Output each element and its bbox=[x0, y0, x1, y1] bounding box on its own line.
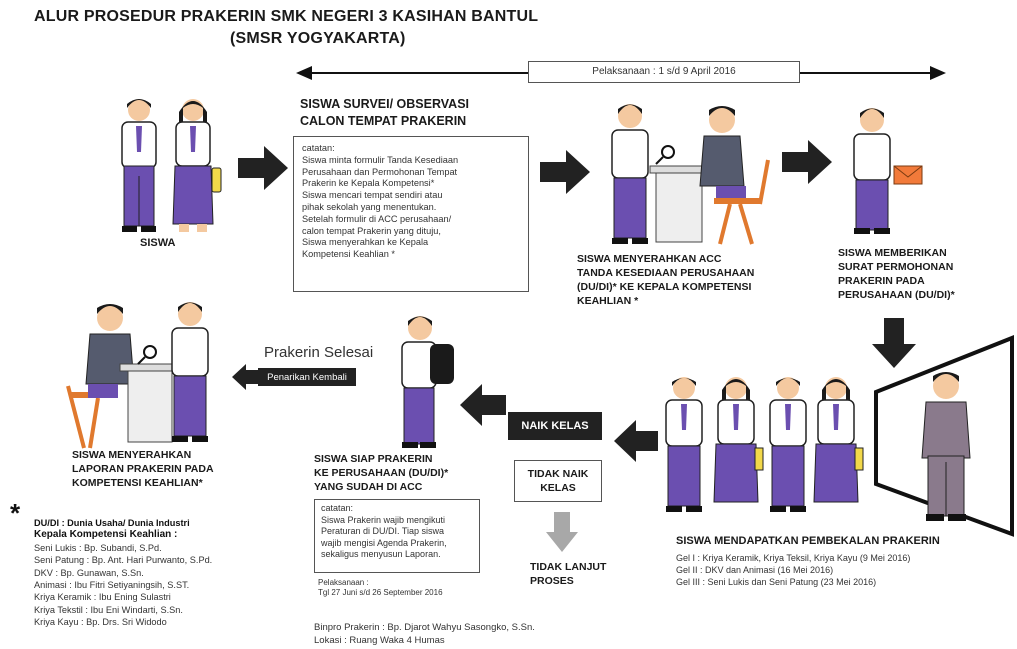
catatan-line: Siswa Prakerin wajib mengikuti bbox=[321, 514, 446, 525]
survei-title-line2: CALON TEMPAT PRAKERIN bbox=[300, 114, 467, 128]
laporan-scene-figure bbox=[66, 302, 209, 449]
flow-arrow-left-3 bbox=[232, 364, 262, 390]
siswa-label: SISWA bbox=[140, 237, 176, 249]
naik-kelas-box: NAIK KELAS bbox=[508, 412, 602, 440]
catatan-line: Peraturan di DU/DI. Tiap siswa bbox=[321, 526, 445, 536]
survei-title: SISWA SURVEI/ OBSERVASI CALON TEMPAT PRA… bbox=[300, 96, 469, 130]
pembekalan-schedule: Gel I : Kriya Keramik, Kriya Teksil, Kri… bbox=[676, 552, 910, 588]
surat-label-line: SURAT PERMOHONAN bbox=[838, 261, 954, 273]
acc-label-line: SISWA MENYERAHKAN ACC bbox=[577, 253, 722, 265]
flow-arrow-1 bbox=[238, 146, 288, 190]
pelaksanaan-top-box: Pelaksanaan : 1 s/d 9 April 2016 bbox=[528, 61, 800, 83]
acc-label-line: (DU/DI)* KE KEPALA KOMPETENSI bbox=[577, 281, 752, 293]
tidak-lanjut-line: TIDAK LANJUT bbox=[530, 561, 607, 573]
acc-label: SISWA MENYERAHKAN ACC TANDA KESEDIAAN PE… bbox=[577, 252, 754, 308]
catatan-head: catatan: bbox=[302, 143, 335, 153]
legend-line: Animasi : Ibu Fitri Setiyaningsih, S.ST. bbox=[34, 580, 190, 591]
student-backpack-figure bbox=[401, 316, 454, 448]
catatan-line: Siswa mencari tempat sendiri atau bbox=[302, 190, 443, 201]
catatan-line: sekaligus menyusun Laporan. bbox=[321, 549, 441, 559]
legend-kepala: Kepala Kompetensi Keahlian : bbox=[34, 529, 178, 541]
catatan-line: calon tempat Prakerin yang dituju, bbox=[302, 225, 441, 236]
tidak-naik-line: TIDAK NAIK bbox=[527, 468, 589, 480]
pembekalan-title: SISWA MENDAPATKAN PEMBEKALAN PRAKERIN bbox=[676, 535, 940, 547]
legend-line: Seni Lukis : Bp. Subandi, S.Pd. bbox=[34, 542, 162, 553]
lokasi-text: Lokasi : Ruang Waka 4 Humas bbox=[314, 635, 445, 646]
diagram-title-line1: ALUR PROSEDUR PRAKERIN SMK NEGERI 3 KASI… bbox=[34, 8, 539, 25]
laporan-label-line: SISWA MENYERAHKAN bbox=[72, 449, 192, 461]
student-envelope-figure bbox=[853, 108, 923, 234]
legend-line: Kriya Keramik : Ibu Ening Sulastri bbox=[34, 592, 171, 603]
flow-arrow-left-1 bbox=[614, 420, 658, 462]
binpro-text: Binpro Prakerin : Bp. Djarot Wahyu Sason… bbox=[314, 622, 535, 633]
catatan-line: Kompetensi Keahlian * bbox=[302, 249, 395, 260]
catatan-line: pihak sekolah yang menentukan. bbox=[302, 201, 437, 212]
student-group-figure bbox=[665, 377, 864, 512]
legend-line: Kriya Tekstil : Ibu Eni Windarti, S.Sn. bbox=[34, 604, 183, 615]
legend-line: Kriya Kayu : Bp. Drs. Sri Widodo bbox=[34, 617, 167, 628]
flow-arrow-2 bbox=[540, 150, 590, 194]
surat-label-line: SISWA MEMBERIKAN bbox=[838, 247, 947, 259]
gray-arrow-down bbox=[546, 512, 578, 552]
catatan-head: catatan: bbox=[321, 503, 354, 513]
siap-label-line: YANG SUDAH DI ACC bbox=[314, 481, 423, 493]
surat-label-line: PRAKERIN PADA bbox=[838, 275, 925, 287]
catatan-line: Perusahaan dan Permohonan Tempat bbox=[302, 166, 458, 177]
pelaksanaan-bottom: Pelaksanaan : Tgl 27 Juni s/d 26 Septemb… bbox=[318, 578, 443, 598]
pembekalan-line: Gel I : Kriya Keramik, Kriya Teksil, Kri… bbox=[676, 553, 911, 563]
catatan-line: Siswa minta formulir Tanda Kesediaan bbox=[302, 154, 459, 165]
tidak-naik-box: TIDAK NAIK KELAS bbox=[514, 460, 602, 502]
survei-title-line1: SISWA SURVEI/ OBSERVASI bbox=[300, 97, 470, 111]
acc-label-line: KEAHLIAN * bbox=[577, 295, 639, 307]
legend-star: * bbox=[10, 498, 21, 528]
legend-line: DKV : Bp. Gunawan, S.Sn. bbox=[34, 567, 144, 578]
siap-label-line: KE PERUSAHAAN (DU/DI)* bbox=[314, 467, 449, 479]
surat-label-line: PERUSAHAAN (DU/DI)* bbox=[838, 289, 955, 301]
pelaksanaan-bottom-line: Tgl 27 Juni s/d 26 September 2016 bbox=[318, 588, 443, 597]
diagram-title-line2: (SMSR YOGYAKARTA) bbox=[230, 30, 406, 47]
pembekalan-line: Gel III : Seni Lukis dan Seni Patung (23… bbox=[676, 577, 877, 587]
pembekalan-line: Gel II : DKV dan Animasi (16 Mei 2016) bbox=[676, 565, 834, 575]
surat-label: SISWA MEMBERIKAN SURAT PERMOHONAN PRAKER… bbox=[838, 246, 955, 302]
board-teacher-figure bbox=[874, 335, 1014, 537]
student-boy-figure bbox=[121, 99, 157, 232]
penarikan-box: Penarikan Kembali bbox=[258, 368, 356, 386]
catatan-line: Siswa menyerahkan ke Kepala bbox=[302, 237, 429, 248]
tidak-lanjut-label: TIDAK LANJUT PROSES bbox=[530, 560, 606, 588]
flow-arrow-3 bbox=[782, 140, 832, 184]
siap-label-line: SISWA SIAP PRAKERIN bbox=[314, 453, 433, 465]
catatan-line: Prakerin ke Kepala Kompetensi* bbox=[302, 178, 435, 189]
legend-block: DU/DI : Dunia Usaha/ Dunia Industri Kepa… bbox=[34, 517, 212, 629]
siap-label: SISWA SIAP PRAKERIN KE PERUSAHAAN (DU/DI… bbox=[314, 452, 448, 494]
legend-dudi: DU/DI : Dunia Usaha/ Dunia Industri bbox=[34, 518, 190, 528]
pelaksanaan-bottom-line: Pelaksanaan : bbox=[318, 578, 369, 587]
student-girl-figure bbox=[172, 99, 222, 232]
tidak-lanjut-line: PROSES bbox=[530, 575, 574, 587]
laporan-label-line: LAPORAN PRAKERIN PADA bbox=[72, 463, 214, 475]
flow-arrow-down bbox=[872, 318, 916, 368]
acc-scene-figure bbox=[611, 104, 770, 245]
catatan-line: Setelah formulir di ACC perusahaan/ bbox=[302, 213, 452, 224]
prakerin-selesai-label: Prakerin Selesai bbox=[264, 344, 374, 361]
legend-line: Seni Patung : Bp. Ant. Hari Purwanto, S.… bbox=[34, 555, 213, 566]
flow-arrow-left-2 bbox=[460, 384, 506, 426]
catatan-siap-box: catatan: Siswa Prakerin wajib mengikuti … bbox=[314, 499, 480, 573]
catatan-line: wajib mengisi Agenda Prakerin, bbox=[321, 537, 447, 548]
catatan-survei-box: catatan: Siswa minta formulir Tanda Kese… bbox=[293, 136, 529, 292]
acc-label-line: TANDA KESEDIAAN PERUSAHAAN bbox=[577, 267, 755, 279]
tidak-naik-line: KELAS bbox=[540, 482, 576, 494]
laporan-label-line: KOMPETENSI KEAHLIAN* bbox=[72, 477, 203, 489]
laporan-label: SISWA MENYERAHKAN LAPORAN PRAKERIN PADA … bbox=[72, 448, 214, 490]
